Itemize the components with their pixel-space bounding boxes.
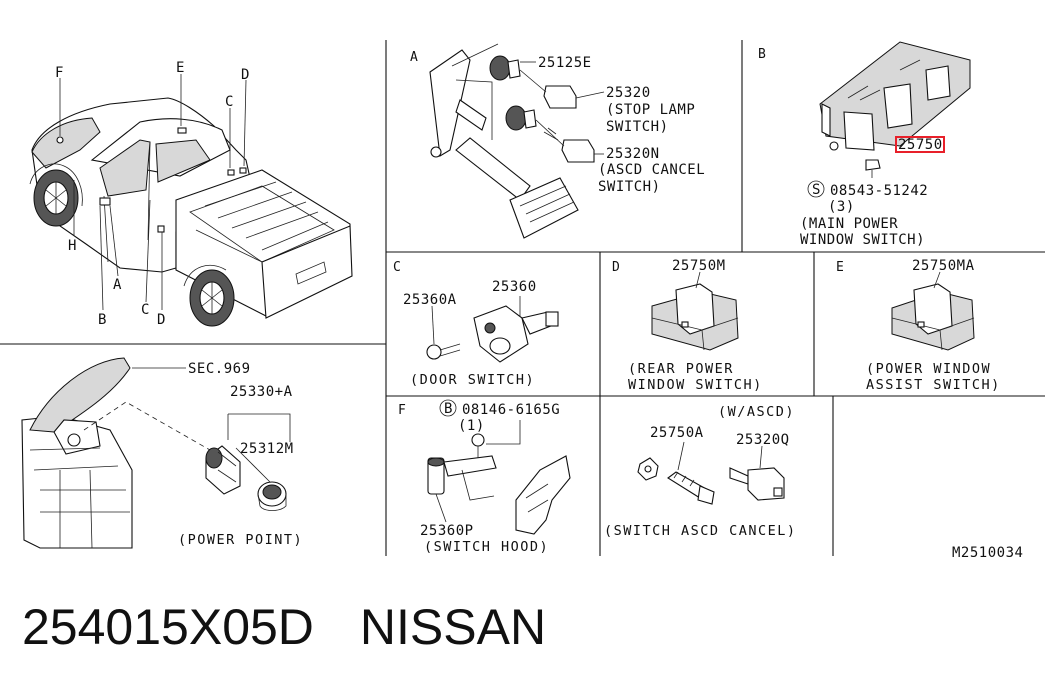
panel-b-letter: B [758, 47, 766, 62]
panel-d-letter: D [612, 260, 620, 275]
panel-f-bolt-prefix: B [444, 401, 452, 417]
vehicle-label-c: C [141, 302, 149, 318]
panel-ascd-part2: 25320Q [736, 432, 790, 448]
panel-a: A 25125E 25320 (STOP LAMP [410, 43, 705, 239]
vehicle-label-d-top: D [241, 67, 249, 83]
power-point-part1: 25330+A [230, 384, 293, 400]
main-power-window-switch [819, 41, 971, 178]
panel-c-part1: 25360A [403, 292, 457, 308]
panel-b-bolt: 08543-51242 [830, 183, 928, 199]
panel-ascd-caption: (SWITCH ASCD CANCEL) [604, 523, 797, 539]
panel-a-part2-desc-1: (STOP LAMP [606, 102, 695, 118]
panel-ascd-note: (W/ASCD) [718, 404, 795, 420]
panel-ascd-part1: 25750A [650, 425, 704, 441]
panel-c-part2: 25360 [492, 279, 537, 295]
panel-f-part: 25360P [420, 523, 474, 539]
vehicle-label-d: D [157, 312, 165, 328]
panel-c-caption: (DOOR SWITCH) [410, 372, 535, 388]
panel-e-caption-2: ASSIST SWITCH) [866, 377, 1001, 393]
panel-c-letter: C [393, 260, 401, 275]
panel-a-part3: 25320N [606, 146, 660, 162]
panel-d-part: 25750M [672, 258, 726, 274]
power-point-part2: 25312M [240, 441, 294, 457]
door-switch-screw [426, 343, 461, 360]
panel-d-caption-1: (REAR POWER [628, 361, 734, 377]
highlight-box [895, 136, 945, 153]
vehicle-label-b: B [98, 312, 106, 328]
diagram-id: M2510034 [952, 545, 1023, 561]
panel-a-part3-desc-1: (ASCD CANCEL [598, 162, 705, 178]
panel-c: C 25360A 25360 (DOOR SWITCH) [393, 260, 559, 388]
sec-ref-label: SEC.969 [188, 361, 251, 377]
panel-e-part: 25750MA [912, 258, 975, 274]
ascd-bolt [667, 471, 715, 505]
ascd-cancel-switch-part [729, 467, 785, 501]
ascd-cancel-switch [505, 105, 595, 163]
panel-e: E 25750MA (POWER WINDOW ASSIST SWITCH) [836, 258, 1001, 393]
panel-f-caption: (SWITCH HOOD) [424, 539, 549, 555]
panel-f-bolt: 08146-6165G [462, 402, 560, 418]
rear-power-window-switch [651, 283, 739, 351]
panel-b-bolt-prefix: S [812, 182, 820, 198]
panel-a-part3-desc-2: SWITCH) [598, 179, 661, 195]
vehicle-label-e: E [176, 60, 184, 76]
power-point-caption: (POWER POINT) [178, 532, 303, 548]
panel-f-bolt-qty: (1) [458, 418, 485, 434]
panel-a-part2: 25320 [606, 85, 651, 101]
panel-b-caption-2: WINDOW SWITCH) [800, 232, 925, 248]
power-window-assist-switch [891, 283, 975, 351]
panel-ascd: (W/ASCD) 25750A 25320Q (SWITCH ASCD CANC… [604, 404, 797, 539]
panel-b-bolt-qty: (3) [828, 199, 855, 215]
footer-caption: 254015X05D NISSAN [22, 598, 546, 656]
panel-e-letter: E [836, 260, 844, 275]
bolt-prefix-circle [807, 180, 825, 198]
bolt-prefix-circle-f [439, 399, 457, 417]
power-cap [257, 481, 287, 511]
panel-b-caption-1: (MAIN POWER [800, 216, 898, 232]
panel-f: F B 08146-6165G (1) 25360P (SWITCH HOOD) [398, 399, 571, 555]
panel-d-caption-2: WINDOW SWITCH) [628, 377, 763, 393]
panel-a-part1: 25125E [538, 55, 592, 71]
stop-lamp-switch [489, 55, 577, 109]
panel-f-letter: F [398, 403, 406, 418]
panel-a-part2-desc-2: SWITCH) [606, 119, 669, 135]
panel-e-caption-1: (POWER WINDOW [866, 361, 991, 377]
panel-frame [0, 40, 1045, 556]
switch-hood [427, 433, 571, 535]
vehicle-label-a: A [113, 277, 122, 293]
vehicle-label-f: F [55, 65, 63, 81]
vehicle-label-c-top: C [225, 94, 233, 110]
panel-d: D 25750M (REAR POWER WINDOW SWITCH) [612, 258, 763, 393]
panel-a-letter: A [410, 50, 418, 65]
power-point-panel: SEC.969 25330+A 25312M (POWER POINT) [21, 357, 303, 549]
panel-b-part: 25750 [898, 137, 943, 153]
vehicle-label-h: H [68, 238, 76, 254]
ascd-nut [637, 457, 659, 481]
panel-b: B 25750 S 08543-51242 (3) (MAIN POWER WI… [758, 41, 971, 248]
power-socket [205, 445, 241, 495]
footer-part-number: 254015X05D [22, 599, 314, 655]
vehicle-overview: F E D C H A B C D [29, 60, 353, 328]
footer-brand: NISSAN [359, 599, 547, 655]
door-switch [473, 305, 559, 363]
